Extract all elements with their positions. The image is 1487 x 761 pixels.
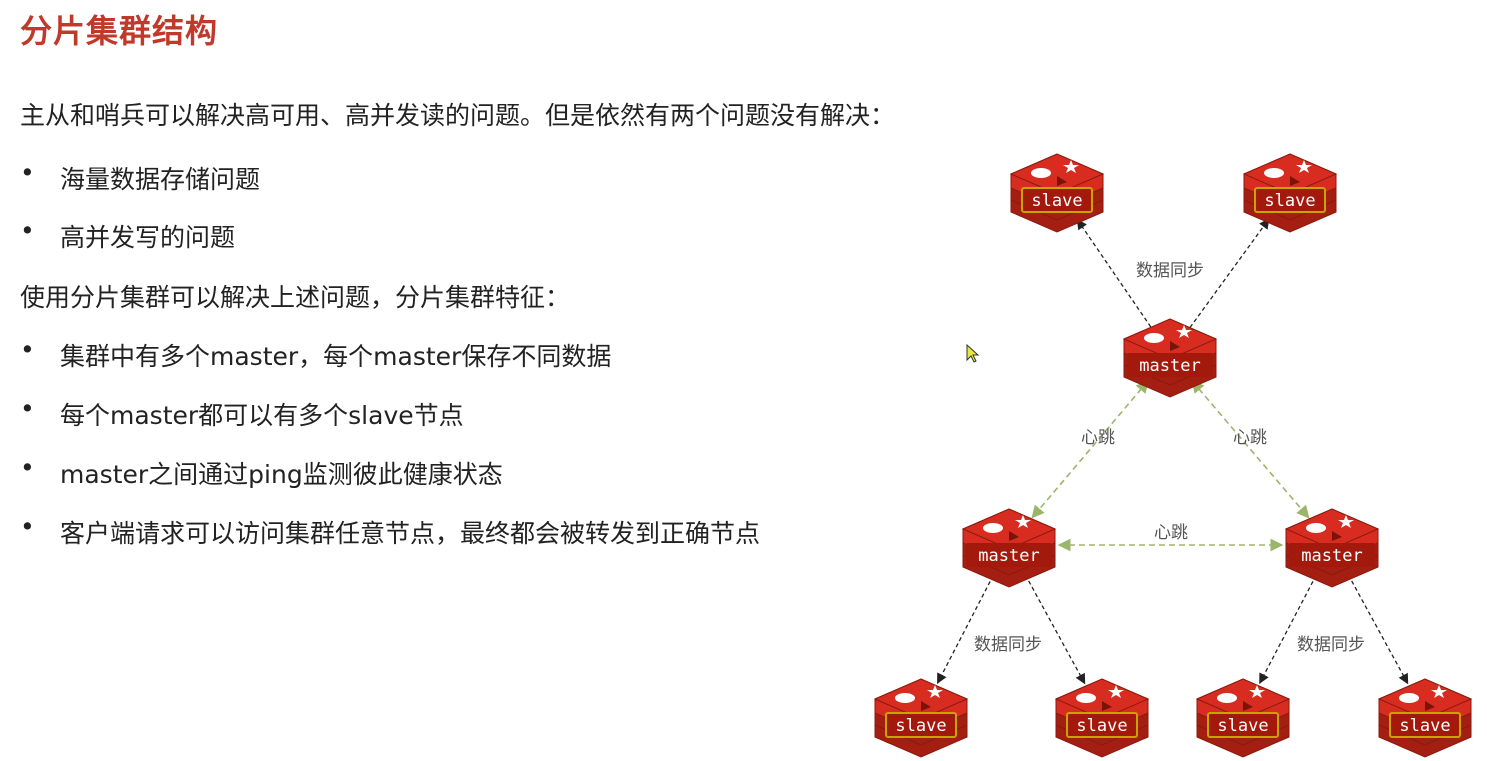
mouse-cursor-icon (966, 344, 980, 363)
node-label-bg (1207, 712, 1279, 738)
triangle-icon (1425, 701, 1435, 711)
sync-edge (936, 574, 994, 684)
node-label-bg (1254, 187, 1326, 213)
master-node: master (1284, 508, 1380, 588)
logo-ellipse (895, 693, 915, 703)
star-icon (1176, 325, 1192, 338)
master-label: master (1139, 356, 1200, 376)
bullet-icon: • (20, 394, 35, 423)
node-label-bg (1127, 353, 1213, 377)
feature-text: master之间通过ping监测彼此健康状态 (60, 460, 503, 489)
cube-top-face (1122, 318, 1218, 360)
problem-text: 高并发写的问题 (60, 223, 236, 252)
cube-top-face (961, 508, 1057, 550)
logo-ellipse (1031, 168, 1051, 178)
triangle-icon (1170, 341, 1180, 351)
star-icon (1015, 515, 1031, 528)
node-label-bg (1389, 712, 1461, 738)
feature-text: 集群中有多个master，每个master保存不同数据 (60, 342, 612, 371)
sync-edge (1347, 574, 1409, 685)
heartbeat-label: 心跳 (1154, 523, 1188, 543)
node-label-bg (966, 543, 1052, 567)
sync-label: 数据同步 (974, 635, 1042, 655)
heartbeat-edge (1191, 379, 1310, 519)
feature-text: 客户端请求可以访问集群任意节点，最终都会被转发到正确节点 (60, 519, 761, 548)
logo-ellipse (1306, 523, 1326, 533)
logo-ellipse (1399, 693, 1419, 703)
cube-top-face (1284, 508, 1380, 550)
star-icon (1431, 685, 1447, 698)
slave-label: slave (1217, 716, 1268, 736)
logo-ellipse (1144, 333, 1164, 343)
slave-node: slave (1054, 678, 1150, 758)
star-icon (1108, 685, 1124, 698)
bullet-icon: • (20, 512, 35, 541)
sync-edge (1189, 218, 1270, 328)
star-icon (1249, 685, 1265, 698)
sync-label: 数据同步 (1136, 261, 1204, 281)
master-node: master (1122, 318, 1218, 398)
master-node: master (961, 508, 1057, 588)
features-intro-text: 使用分片集群可以解决上述问题，分片集群特征： (20, 283, 571, 312)
star-icon (1338, 515, 1354, 528)
slave-node: slave (873, 678, 969, 758)
slave-label: slave (895, 716, 946, 736)
triangle-icon (1102, 701, 1112, 711)
logo-ellipse (983, 523, 1003, 533)
logo-ellipse (1217, 693, 1237, 703)
slave-label: slave (1076, 716, 1127, 736)
bullet-icon: • (20, 453, 35, 482)
sync-edge (1024, 574, 1086, 685)
intro-text: 主从和哨兵可以解决高可用、高并发读的问题。但是依然有两个问题没有解决： (20, 101, 896, 130)
node-label-bg (885, 712, 957, 738)
node-label-bg (1066, 712, 1138, 738)
slave-node: slave (1377, 678, 1473, 758)
star-icon (927, 685, 943, 698)
bullet-icon: • (20, 216, 35, 245)
page-title: 分片集群结构 (20, 12, 219, 50)
heartbeat-label: 心跳 (1081, 428, 1115, 448)
problem-text: 海量数据存储问题 (60, 165, 261, 194)
master-label: master (978, 546, 1039, 566)
heartbeat-edge (1031, 379, 1149, 519)
slave-node: slave (1195, 678, 1291, 758)
triangle-icon (1332, 531, 1342, 541)
sync-edge (1259, 574, 1317, 685)
slave-node: slave (1009, 153, 1105, 233)
node-label-bg (1021, 187, 1093, 213)
master-label: master (1301, 546, 1362, 566)
slave-node: slave (1242, 153, 1338, 233)
bullet-icon: • (20, 158, 35, 187)
triangle-icon (1243, 701, 1253, 711)
logo-ellipse (1264, 168, 1284, 178)
triangle-icon (1290, 176, 1300, 186)
triangle-icon (1057, 176, 1067, 186)
sync-edge (1076, 218, 1152, 328)
triangle-icon (921, 701, 931, 711)
star-icon (1063, 160, 1079, 173)
sync-label: 数据同步 (1297, 635, 1365, 655)
slave-label: slave (1399, 716, 1450, 736)
heartbeat-label: 心跳 (1233, 428, 1267, 448)
slave-label: slave (1031, 191, 1082, 211)
slave-label: slave (1264, 191, 1315, 211)
feature-text: 每个master都可以有多个slave节点 (60, 401, 464, 430)
logo-ellipse (1076, 693, 1096, 703)
bullet-icon: • (20, 335, 35, 364)
node-label-bg (1289, 543, 1375, 567)
triangle-icon (1009, 531, 1019, 541)
star-icon (1296, 160, 1312, 173)
